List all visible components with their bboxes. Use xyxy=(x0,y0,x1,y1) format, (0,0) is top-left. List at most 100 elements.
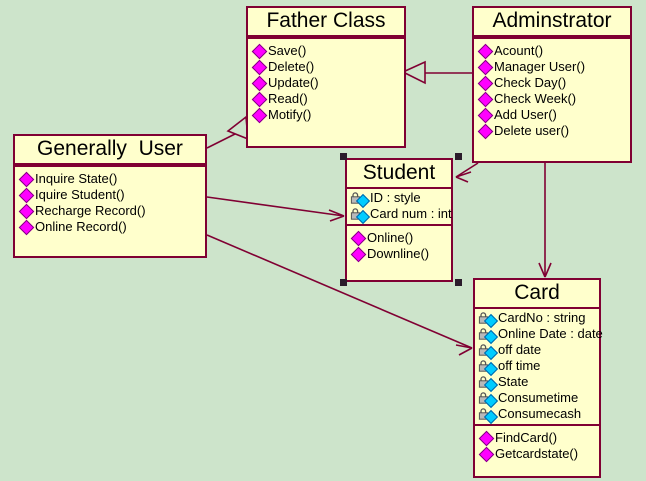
class-separator xyxy=(347,224,451,227)
public-operation-icon xyxy=(350,230,367,246)
class-separator xyxy=(15,165,205,168)
operation-row[interactable]: Recharge Record() xyxy=(18,203,203,219)
attribute-row[interactable]: Consumetime xyxy=(478,390,597,408)
selection-handle-top-right[interactable] xyxy=(455,153,462,160)
public-operation-icon xyxy=(477,91,494,107)
selection-handle-bottom-left[interactable] xyxy=(340,279,347,286)
public-operation-icon xyxy=(477,107,494,123)
operation-label: Acount() xyxy=(494,43,544,59)
class-separator xyxy=(474,35,630,38)
class-separator xyxy=(248,35,404,38)
attribute-label: off time xyxy=(498,358,541,374)
operation-row[interactable]: Online() xyxy=(350,230,449,246)
operation-row[interactable]: Acount() xyxy=(477,43,628,59)
public-operation-icon xyxy=(350,246,367,262)
operation-row[interactable]: FindCard() xyxy=(478,430,597,446)
operation-row[interactable]: Downline() xyxy=(350,246,449,262)
operation-row[interactable]: Delete() xyxy=(251,59,402,75)
attribute-label: Consumetime xyxy=(498,390,579,406)
public-operation-icon xyxy=(18,203,35,219)
class-separator xyxy=(248,37,404,40)
operation-row[interactable]: Add User() xyxy=(477,107,628,123)
operation-row[interactable]: Delete user() xyxy=(477,123,628,139)
operation-label: Add User() xyxy=(494,107,557,123)
class-title-adminstrator: Adminstrator xyxy=(492,9,612,32)
class-separator xyxy=(474,37,630,40)
operation-row[interactable]: Getcardstate() xyxy=(478,446,597,462)
class-box-adminstrator[interactable]: Adminstrator Acount() Manager User() Che… xyxy=(472,6,632,163)
attribute-label: Card num : int xyxy=(370,206,452,222)
attribute-row[interactable]: Card num : int xyxy=(350,206,452,224)
relationship-adminstrator-inherits-father xyxy=(401,60,472,85)
class-separator xyxy=(475,307,599,310)
operation-label: FindCard() xyxy=(495,430,558,446)
operations-compartment-card: FindCard() Getcardstate() xyxy=(475,426,599,466)
operation-label: Getcardstate() xyxy=(495,446,579,462)
attribute-label: CardNo : string xyxy=(498,310,586,326)
operation-row[interactable]: Motify() xyxy=(251,107,402,123)
selection-handle-bottom-right[interactable] xyxy=(455,279,462,286)
attribute-row[interactable]: State xyxy=(478,374,597,392)
relationship-generally-user-inherits-father xyxy=(206,115,249,149)
operation-label: Iquire Student() xyxy=(35,187,125,203)
operation-row[interactable]: Online Record() xyxy=(18,219,203,235)
operation-row[interactable]: Save() xyxy=(251,43,402,59)
operation-row[interactable]: Check Week() xyxy=(477,91,628,107)
private-attribute-icon xyxy=(478,359,499,376)
public-operation-icon xyxy=(477,123,494,139)
operation-row[interactable]: Check Day() xyxy=(477,75,628,91)
class-box-card[interactable]: Card CardNo : string xyxy=(473,278,603,478)
operation-row[interactable]: Manager User() xyxy=(477,59,628,75)
private-attribute-icon xyxy=(478,343,499,360)
operations-compartment-adminstrator: Acount() Manager User() Check Day() Chec… xyxy=(474,39,630,143)
operation-label: Read() xyxy=(268,91,308,107)
attribute-row[interactable]: CardNo : string xyxy=(478,310,597,328)
operation-row[interactable]: Iquire Student() xyxy=(18,187,203,203)
selection-handle-top-left[interactable] xyxy=(340,153,347,160)
public-operation-icon xyxy=(477,43,494,59)
public-operation-icon xyxy=(18,219,35,235)
operation-row[interactable]: Inquire State() xyxy=(18,171,203,187)
private-attribute-icon xyxy=(350,207,371,224)
class-separator xyxy=(15,163,205,166)
relationship-adminstrator-to-card xyxy=(538,163,552,278)
public-operation-icon xyxy=(478,430,495,446)
operation-label: Save() xyxy=(268,43,307,59)
operations-compartment-generally-user: Inquire State() Iquire Student() Recharg… xyxy=(15,167,205,239)
attribute-row[interactable]: Consumecash xyxy=(478,406,597,424)
attribute-row[interactable]: ID : style xyxy=(350,190,449,208)
attribute-row[interactable]: off date xyxy=(478,342,597,360)
public-operation-icon xyxy=(18,171,35,187)
operation-row[interactable]: Update() xyxy=(251,75,402,91)
class-box-generally-user[interactable]: Generally User Inquire State() Iquire St… xyxy=(13,134,207,258)
operation-label: Online() xyxy=(367,230,414,246)
class-title-card: Card xyxy=(514,281,560,304)
attribute-label: ID : style xyxy=(370,190,421,206)
public-operation-icon xyxy=(251,75,268,91)
private-attribute-icon xyxy=(478,311,499,328)
attribute-row[interactable]: Online Date : date xyxy=(478,326,603,344)
operation-row[interactable]: Read() xyxy=(251,91,402,107)
private-attribute-icon xyxy=(478,391,499,408)
operation-label: Update() xyxy=(268,75,319,91)
operation-label: Online Record() xyxy=(35,219,127,235)
operation-label: Delete user() xyxy=(494,123,570,139)
public-operation-icon xyxy=(251,107,268,123)
private-attribute-icon xyxy=(478,327,499,344)
relationship-generally-user-to-student xyxy=(206,196,345,222)
operations-compartment-student: Online() Downline() xyxy=(347,226,451,266)
class-box-father-class[interactable]: Father Class Save() Delete() Update() Re… xyxy=(246,6,406,148)
public-operation-icon xyxy=(477,59,494,75)
private-attribute-icon xyxy=(350,191,371,208)
attributes-compartment-card: CardNo : string Online Date : date xyxy=(475,309,603,424)
class-title-father-class: Father Class xyxy=(266,9,386,32)
operation-label: Downline() xyxy=(367,246,430,262)
attribute-label: Online Date : date xyxy=(498,326,603,342)
attributes-compartment-student: ID : style Card num : int xyxy=(347,189,452,224)
public-operation-icon xyxy=(251,59,268,75)
class-box-student[interactable]: Student ID : style xyxy=(345,158,453,282)
attribute-row[interactable]: off time xyxy=(478,358,597,376)
operation-label: Recharge Record() xyxy=(35,203,146,219)
public-operation-icon xyxy=(251,91,268,107)
